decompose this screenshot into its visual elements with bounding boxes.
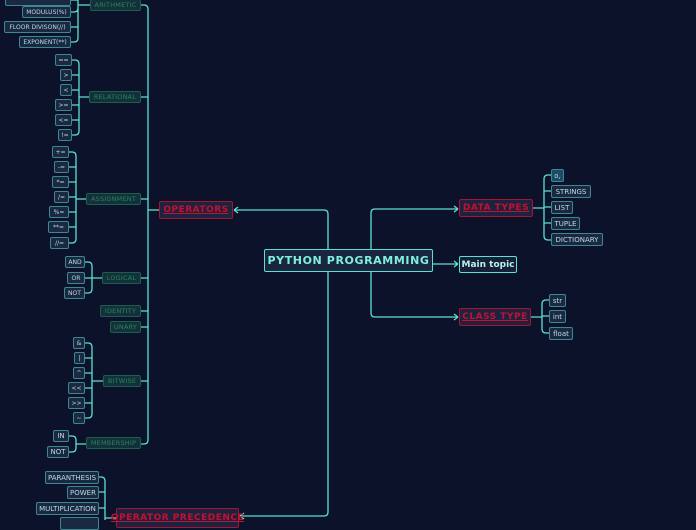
bitwise-item[interactable]: >> (68, 397, 85, 409)
assignment-item[interactable]: /= (54, 191, 69, 203)
assignment-item[interactable]: += (52, 146, 69, 158)
relational-item[interactable]: != (58, 129, 72, 141)
relational-item[interactable]: < (60, 84, 72, 96)
precedence-item-cut[interactable] (60, 517, 99, 530)
class-type-item[interactable]: str (549, 294, 566, 307)
data-type-item[interactable]: TUPLE (551, 217, 580, 230)
bitwise-item[interactable]: << (68, 382, 85, 394)
bitwise-item[interactable]: ^ (73, 367, 85, 379)
operator-precedence-node[interactable]: OPERATOR PRECEDENCE (111, 508, 244, 528)
bitwise-item[interactable]: | (74, 352, 85, 364)
assignment-item[interactable]: //= (50, 237, 69, 249)
operators-node[interactable]: OPERATORS (159, 201, 233, 219)
central-topic[interactable]: PYTHON PROGRAMMING (264, 249, 433, 272)
membership-item[interactable]: NOT (47, 446, 69, 458)
category-membership[interactable]: MEMBERSHIP (86, 437, 141, 449)
data-type-item[interactable]: STRINGS (551, 185, 591, 198)
class-type-item[interactable]: int (549, 310, 566, 323)
data-type-item[interactable]: LIST (551, 201, 573, 214)
logical-item[interactable]: OR (67, 272, 85, 284)
arithmetic-item[interactable]: EXPONENT(**) (19, 36, 71, 48)
category-assignment[interactable]: ASSIGNMENT (86, 193, 141, 205)
arithmetic-item[interactable]: MODULUS(%) (22, 6, 71, 18)
category-logical[interactable]: LOGICAL (102, 272, 141, 284)
category-bitwise[interactable]: BITWISE (103, 375, 141, 387)
arithmetic-item[interactable]: FLOOR DIVISON(//) (4, 21, 71, 33)
relational-item[interactable]: <= (55, 114, 72, 126)
relational-item[interactable]: >= (55, 99, 72, 111)
assignment-item[interactable]: -= (54, 161, 69, 173)
data-types-node[interactable]: DATA TYPES (459, 199, 533, 217)
relational-item[interactable]: == (55, 54, 72, 66)
category-identity[interactable]: IDENTITY (100, 305, 141, 317)
category-arithmetic[interactable]: ARITHMETIC (90, 0, 141, 11)
data-type-item[interactable]: o, (551, 169, 564, 182)
class-type-item[interactable]: float (549, 327, 573, 340)
logical-item[interactable]: NOT (64, 287, 85, 299)
assignment-item[interactable]: *= (52, 176, 69, 188)
arithmetic-item-cut[interactable] (5, 0, 71, 6)
membership-item[interactable]: IN (53, 430, 69, 442)
precedence-item[interactable]: POWER (67, 486, 99, 499)
data-type-item[interactable]: DICTIONARY (551, 233, 603, 246)
category-unary[interactable]: UNARY (110, 321, 141, 333)
assignment-item[interactable]: %= (49, 206, 69, 218)
bitwise-item[interactable]: ~ (73, 412, 85, 424)
category-relational[interactable]: RELATIONAL (89, 91, 141, 103)
bitwise-item[interactable]: & (73, 337, 85, 349)
assignment-item[interactable]: **= (48, 221, 69, 233)
relational-item[interactable]: > (60, 69, 72, 81)
precedence-item[interactable]: MULTIPLICATION (36, 502, 99, 515)
precedence-item[interactable]: PARANTHESIS (45, 471, 99, 484)
class-type-node[interactable]: CLASS TYPE (459, 308, 531, 326)
logical-item[interactable]: AND (65, 256, 85, 268)
main-topic-node[interactable]: Main topic (459, 256, 517, 273)
